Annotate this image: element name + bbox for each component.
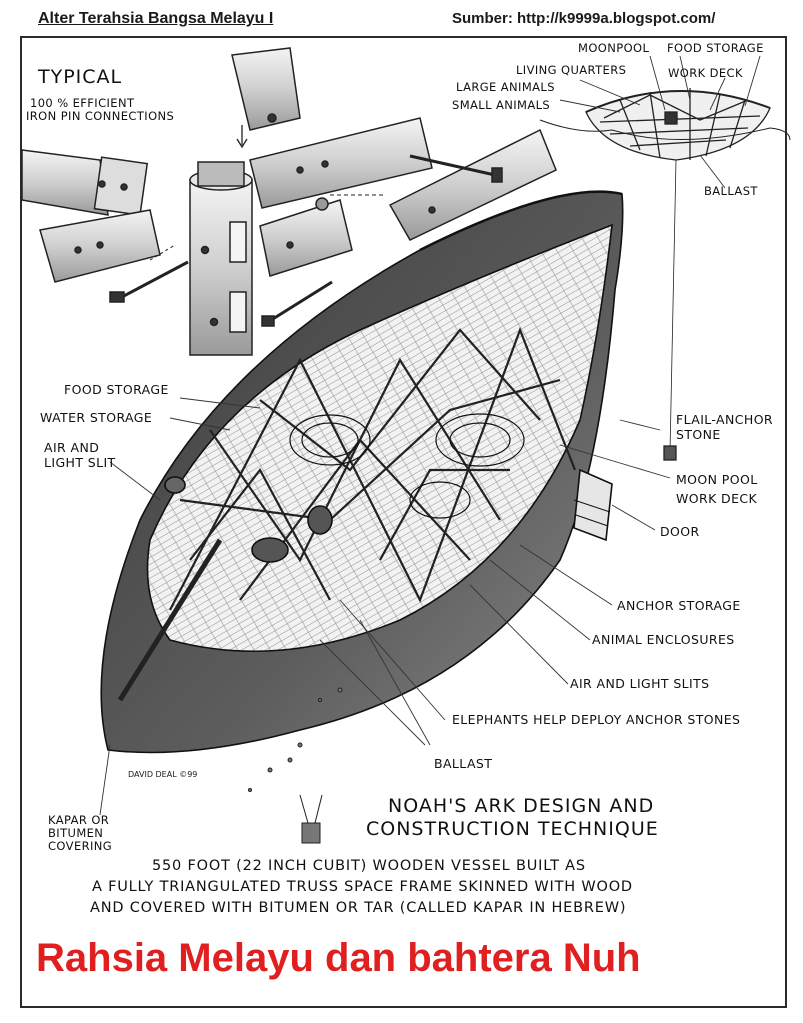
- label-air-light-slit-2: LIGHT SLIT: [44, 455, 116, 470]
- label-water-storage: WATER STORAGE: [40, 410, 153, 425]
- footer-title: Rahsia Melayu dan bahtera Nuh: [36, 936, 641, 980]
- illustration-frame: [20, 36, 787, 1008]
- label-food-storage-top: FOOD STORAGE: [667, 41, 764, 55]
- source-credit: Sumber: http://k9999a.blogspot.com/: [452, 10, 716, 27]
- label-air-light-slits: AIR AND LIGHT SLITS: [570, 676, 710, 691]
- label-animal-enclosures: ANIMAL ENCLOSURES: [592, 632, 735, 647]
- label-leader-lines: [99, 55, 761, 816]
- ark-hull: [100, 190, 624, 754]
- ark-cross-section: [539, 88, 791, 461]
- pin-connection-detail: [21, 47, 557, 356]
- page-header-title: Alter Terahsia Bangsa Melayu I: [38, 10, 274, 27]
- label-ballast: BALLAST: [434, 756, 493, 771]
- connection-title: TYPICAL: [38, 66, 123, 88]
- label-flail-anchor-2: STONE: [676, 427, 721, 442]
- caption-line1: 550 FOOT (22 INCH CUBIT) WOODEN VESSEL B…: [152, 858, 586, 874]
- diagram-heading-line1: NOAH's ARK DESIGN AND: [388, 795, 655, 817]
- label-anchor-storage: ANCHOR STORAGE: [617, 598, 741, 613]
- label-work-deck: WORK DECK: [676, 491, 758, 506]
- caption-line2: A FULLY TRIANGULATED TRUSS SPACE FRAME S…: [92, 879, 633, 895]
- label-flail-anchor-1: FLAIL-ANCHOR: [676, 412, 774, 427]
- label-food-storage: FOOD STORAGE: [64, 382, 169, 397]
- label-ballast-top: BALLAST: [704, 184, 758, 198]
- label-moon-pool: MOON POOL: [676, 472, 758, 487]
- connection-subtitle-1: 100 % EFFICIENT: [30, 96, 135, 110]
- label-moonpool-top: MOONPOOL: [578, 41, 650, 55]
- label-door: DOOR: [660, 524, 700, 539]
- artist-signature: DAVID DEAL ©99: [128, 770, 198, 779]
- label-elephants-anchor: ELEPHANTS HELP DEPLOY ANCHOR STONES: [452, 712, 741, 727]
- label-living-quarters: LIVING QUARTERS: [516, 63, 627, 77]
- label-small-animals: SMALL ANIMALS: [452, 98, 551, 112]
- diagram-heading-line2: CONSTRUCTION TECHNIQUE: [366, 818, 659, 840]
- label-air-light-slit-1: AIR AND: [44, 440, 100, 455]
- connection-subtitle-2: IRON PIN CONNECTIONS: [26, 109, 175, 123]
- caption-line3: AND COVERED WITH BITUMEN OR TAR (CALLED …: [90, 900, 627, 916]
- label-large-animals: LARGE ANIMALS: [456, 80, 555, 94]
- label-kapar-3: COVERING: [48, 839, 113, 853]
- label-kapar-1: KAPAR OR: [48, 813, 110, 827]
- label-work-deck-top: WORK DECK: [668, 66, 743, 80]
- anchor-stones: [248, 687, 343, 844]
- label-kapar-2: BITUMEN: [48, 826, 104, 840]
